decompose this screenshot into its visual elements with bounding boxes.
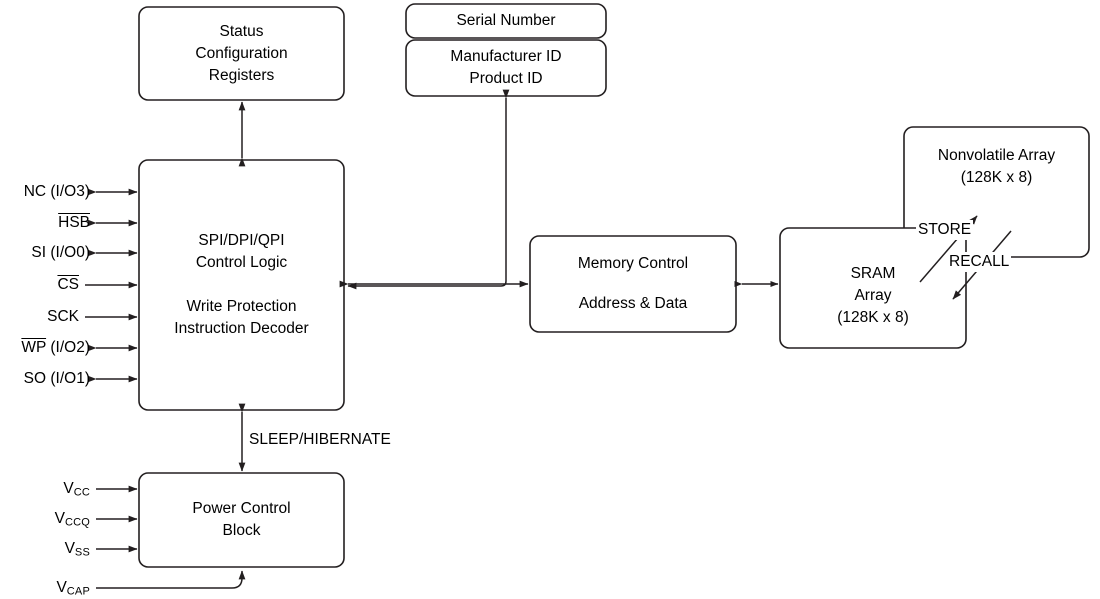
box-serial-number <box>405 3 607 39</box>
arrow-pin-vcap <box>96 570 246 589</box>
annotation-recall: RECALL <box>947 252 1012 272</box>
power-pin-base: V <box>56 579 67 596</box>
pin-label-so-io1: SO (I/O1) <box>23 370 90 387</box>
power-pin-subscript: CCQ <box>64 516 90 529</box>
power-pin-base: V <box>54 510 65 527</box>
box-power-control-block <box>138 472 345 568</box>
pin-label-wp-io2: WP (I/O2) <box>0 338 90 358</box>
box-memory-control <box>529 235 737 333</box>
pin-label-vcc: VCC <box>0 479 90 499</box>
power-pin-subscript: CAP <box>66 585 90 598</box>
power-pin-subscript: SS <box>74 546 90 559</box>
pin-label-cs: CS <box>0 275 79 295</box>
overlined-text: CS <box>57 276 79 293</box>
pin-label-suffix: (I/O2) <box>46 339 90 356</box>
box-manufacturer-product-id <box>405 39 607 97</box>
box-control-logic <box>138 159 345 411</box>
pin-label-vccq: VCCQ <box>0 509 90 529</box>
pin-label-sck: SCK <box>47 308 79 325</box>
pin-label-vss: VSS <box>0 539 90 559</box>
overlined-text: HSB <box>58 214 90 231</box>
pin-label-nc-io3: NC (I/O3) <box>23 183 90 200</box>
annotation-store: STORE <box>916 220 974 240</box>
box-sram-array <box>779 227 967 349</box>
box-status-config-registers <box>138 6 345 101</box>
power-pin-base: V <box>63 480 74 497</box>
pin-label-si-io0: SI (I/O0) <box>31 244 90 261</box>
power-pin-subscript: CC <box>73 486 90 499</box>
overlined-text: WP <box>21 339 47 356</box>
arrow-id-block-link <box>347 89 510 290</box>
power-pin-base: V <box>64 540 75 557</box>
annotation-sleep-hibernate: SLEEP/HIBERNATE <box>249 431 391 448</box>
pin-label-vcap: VCAP <box>0 578 90 598</box>
pin-label-hsb: HSB <box>0 213 90 233</box>
